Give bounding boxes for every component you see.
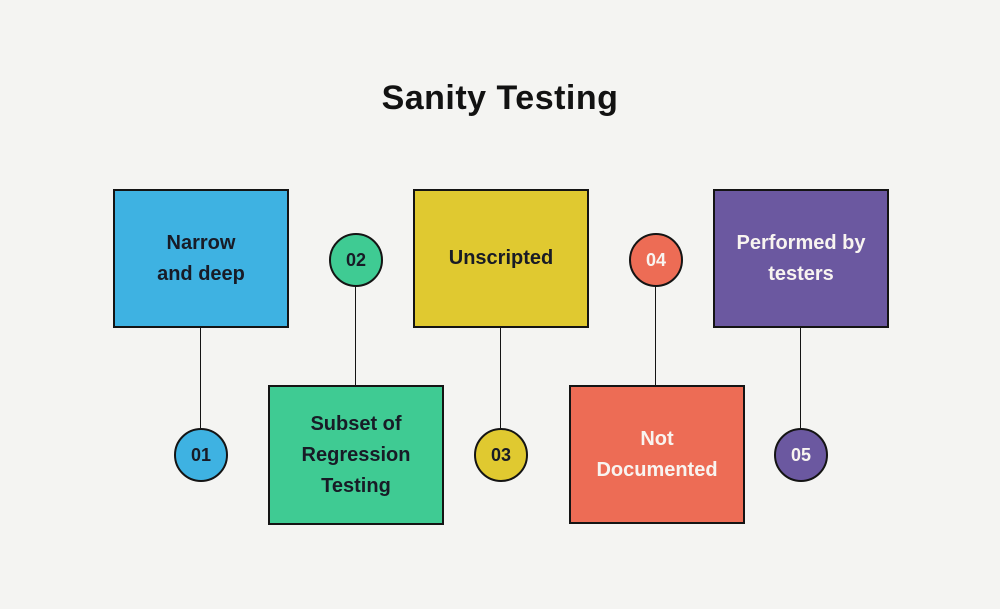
number-badge-01: 01 bbox=[174, 428, 228, 482]
diagram-title: Sanity Testing bbox=[381, 79, 619, 117]
connector-line-04 bbox=[655, 287, 656, 385]
connector-line-03 bbox=[500, 328, 501, 428]
number-badge-03: 03 bbox=[474, 428, 528, 482]
feature-box-05: Performed by testers bbox=[713, 189, 889, 328]
number-badge-04: 04 bbox=[629, 233, 683, 287]
feature-box-04: Not Documented bbox=[569, 385, 745, 524]
feature-box-01: Narrow and deep bbox=[113, 189, 289, 328]
connector-line-05 bbox=[800, 328, 801, 428]
number-badge-02: 02 bbox=[329, 233, 383, 287]
number-badge-05: 05 bbox=[774, 428, 828, 482]
feature-box-03: Unscripted bbox=[413, 189, 589, 328]
feature-box-02: Subset of Regression Testing bbox=[268, 385, 444, 525]
connector-line-01 bbox=[200, 328, 201, 428]
connector-line-02 bbox=[355, 287, 356, 385]
